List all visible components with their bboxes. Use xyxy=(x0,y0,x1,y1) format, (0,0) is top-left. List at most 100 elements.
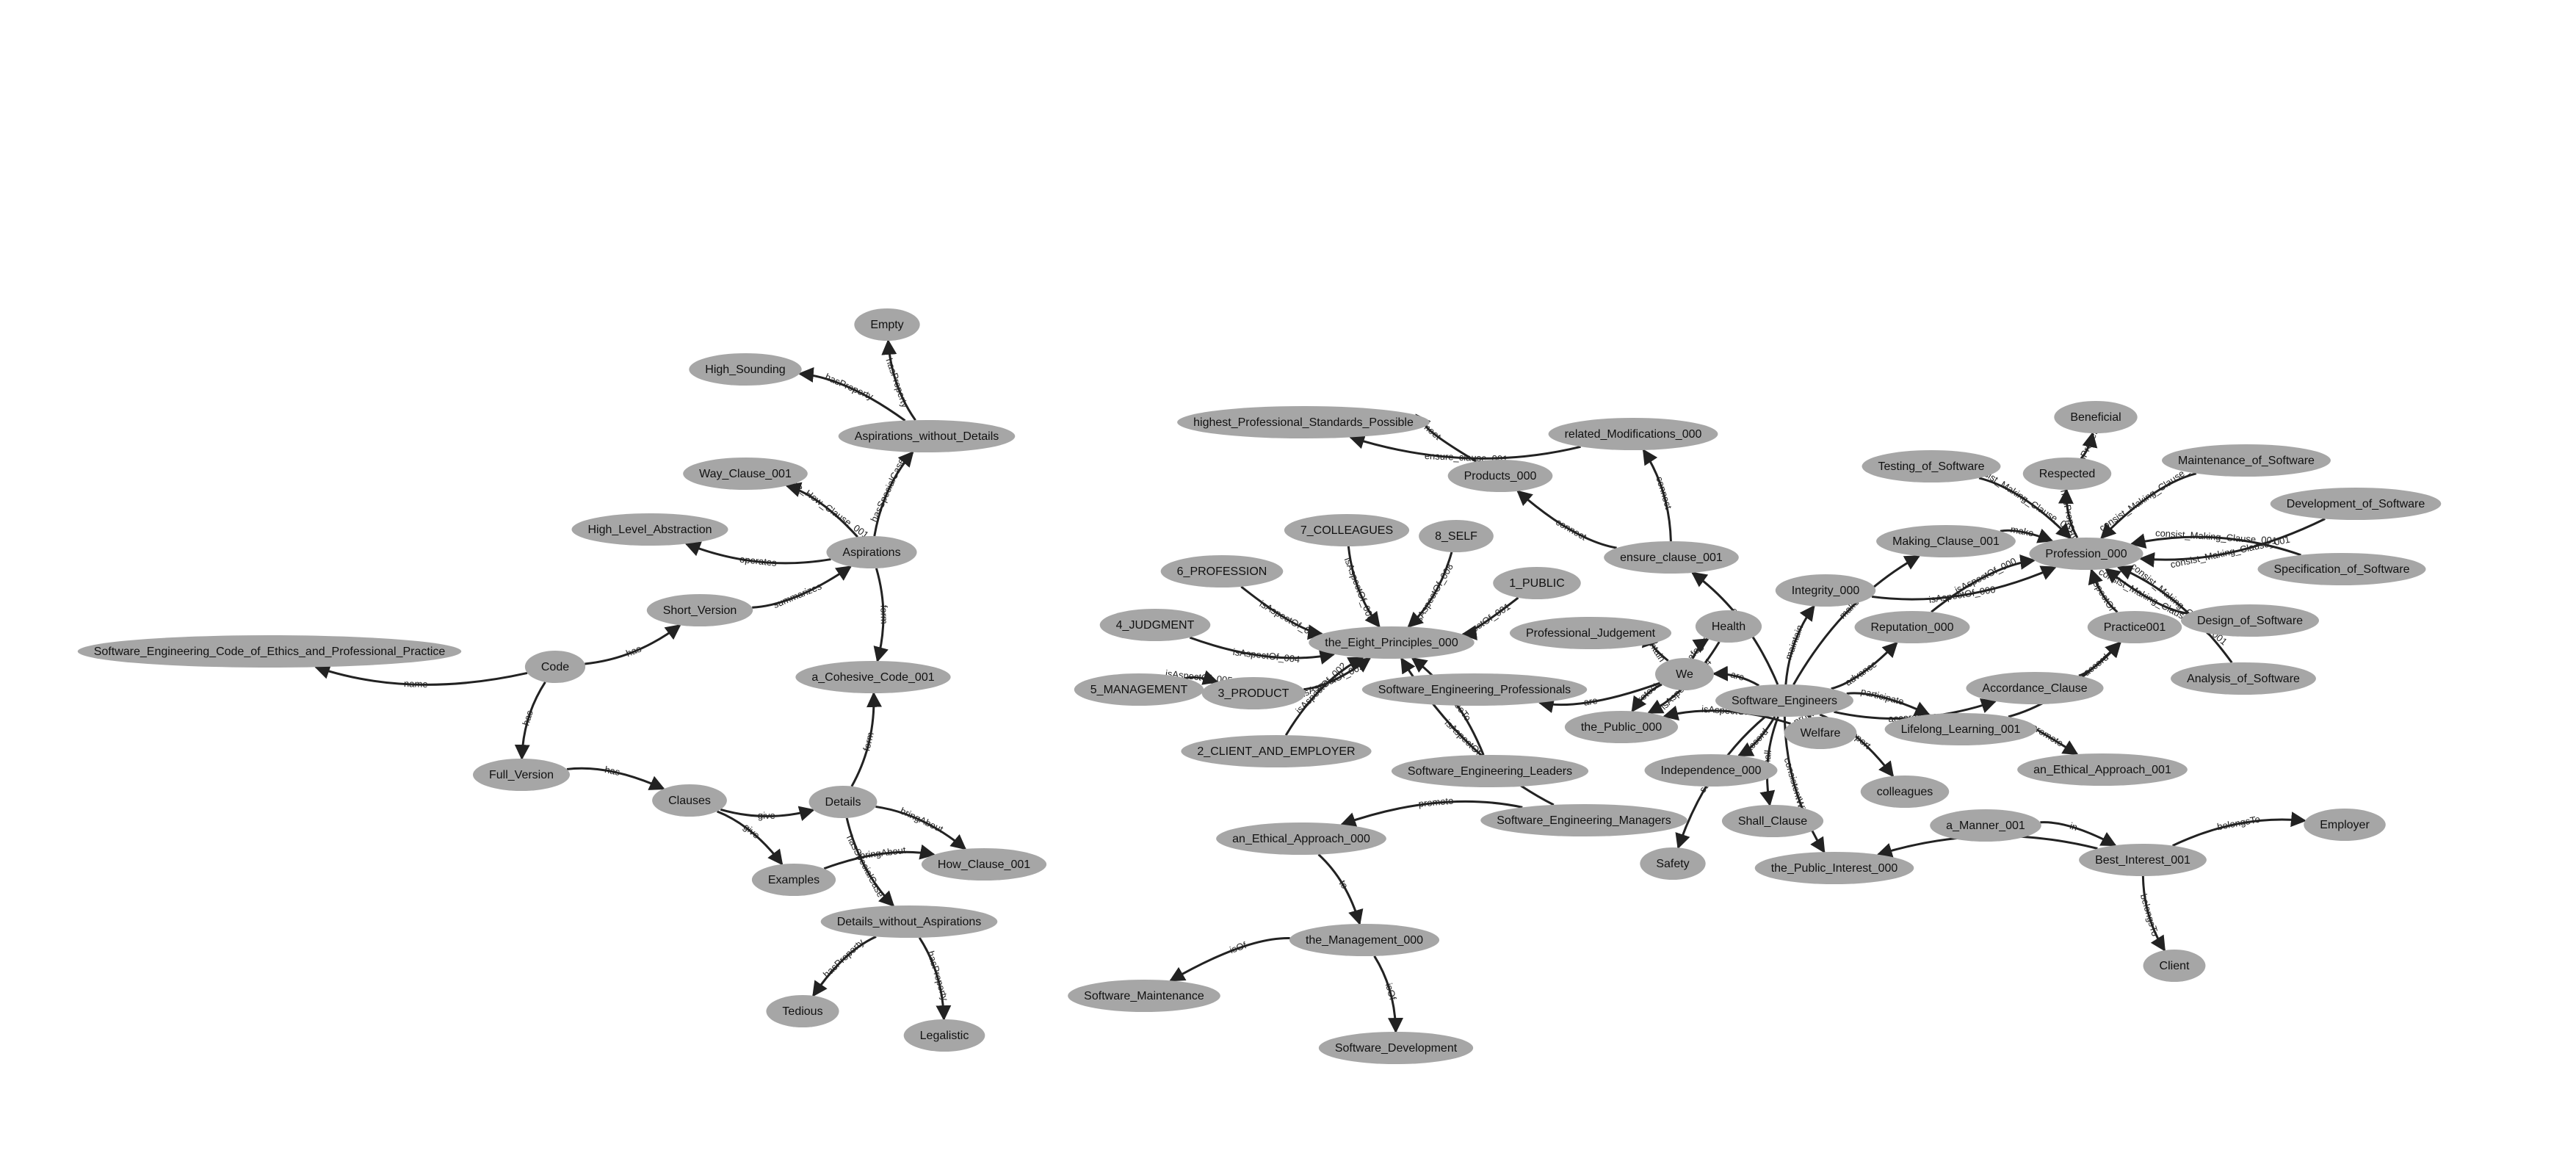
node-how-clause-001[interactable]: How_Clause_001 xyxy=(921,848,1047,881)
edge-label: form xyxy=(878,605,889,624)
edge-the_management_000-to-software_maintenance xyxy=(1169,936,1290,982)
node-clauses[interactable]: Clauses xyxy=(652,784,727,817)
edge-software_engineers-to-we xyxy=(1712,665,1760,687)
node-high-sounding[interactable]: High_Sounding xyxy=(689,353,802,386)
node-judgment-4[interactable]: 4_JUDGMENT xyxy=(1099,609,1211,641)
edge-respected-to-beneficial xyxy=(2080,431,2098,460)
edge-aspirations_without_details-to-high_sounding xyxy=(797,366,906,422)
node-independence-000[interactable]: Independence_000 xyxy=(1644,754,1778,787)
node-management-5[interactable]: 5_MANAGEMENT xyxy=(1074,673,1204,706)
node-label: Client xyxy=(2160,960,2190,972)
node-health[interactable]: Health xyxy=(1695,610,1762,643)
edge-label: summarizes xyxy=(772,580,824,610)
node-safety[interactable]: Safety xyxy=(1640,847,1706,880)
node-an-ethical-approach-000[interactable]: an_Ethical_Approach_000 xyxy=(1216,822,1386,855)
node-ellipse xyxy=(1655,658,1714,690)
node-analysis-of-software[interactable]: Analysis_of_Software xyxy=(2171,662,2316,695)
node-specification-of-software[interactable]: Specification_of_Software xyxy=(2257,553,2426,585)
node-label: Code xyxy=(541,661,569,673)
node-client-employer-2[interactable]: 2_CLIENT_AND_EMPLOYER xyxy=(1181,735,1372,767)
node-tedious[interactable]: Tedious xyxy=(766,995,839,1027)
node-se-leaders[interactable]: Software_Engineering_Leaders xyxy=(1391,755,1589,787)
node-a-cohesive-code-001[interactable]: a_Cohesive_Code_001 xyxy=(795,661,951,693)
node-employer[interactable]: Employer xyxy=(2304,809,2386,841)
node-full-version[interactable]: Full_Version xyxy=(472,759,571,791)
node-testing-of-software[interactable]: Testing_of_Software xyxy=(1862,450,2001,482)
node-development-of-software[interactable]: Development_of_Software xyxy=(2270,488,2442,520)
edge-lifelong_learning_001-to-an_ethical_approach_001 xyxy=(2036,728,2079,756)
node-eight-principles[interactable]: the_Eight_Principles_000 xyxy=(1309,626,1475,659)
edge-code-to-se_code xyxy=(314,664,528,686)
node-details[interactable]: Details xyxy=(808,786,878,818)
node-profession-000[interactable]: Profession_000 xyxy=(2029,538,2143,570)
node-software-maintenance[interactable]: Software_Maintenance xyxy=(1068,980,1220,1012)
node-label: Details_without_Aspirations xyxy=(837,916,982,928)
node-a-manner-001[interactable]: a_Manner_001 xyxy=(1930,809,2041,842)
node-an-ethical-approach-001[interactable]: an_Ethical_Approach_001 xyxy=(2017,753,2188,786)
node-we[interactable]: We xyxy=(1655,658,1714,690)
node-related-modifications[interactable]: related_Modifications_000 xyxy=(1548,418,1718,450)
node-examples[interactable]: Examples xyxy=(751,864,836,896)
node-ellipse xyxy=(1068,980,1220,1012)
node-ellipse xyxy=(1640,847,1706,880)
node-ellipse xyxy=(1721,805,1824,837)
node-ellipse xyxy=(1099,609,1211,641)
node-empty[interactable]: Empty xyxy=(854,308,920,341)
node-the-public-000[interactable]: the_Public_000 xyxy=(1564,711,1679,743)
node-label: Health xyxy=(1712,621,1745,633)
edge-colleagues_7-to-eight_principles xyxy=(1347,546,1381,628)
node-profession-6[interactable]: 6_PROFESSION xyxy=(1160,555,1284,588)
node-products-000[interactable]: Products_000 xyxy=(1447,460,1553,492)
node-code[interactable]: Code xyxy=(524,651,586,683)
node-best-interest-001[interactable]: Best_Interest_001 xyxy=(2079,844,2207,876)
node-highest-standards[interactable]: highest_Professional_Standards_Possible xyxy=(1177,406,1430,438)
node-shall-clause[interactable]: Shall_Clause xyxy=(1721,805,1824,837)
node-se-code[interactable]: Software_Engineering_Code_of_Ethics_and_… xyxy=(77,635,462,668)
edge-profession_6-to-eight_principles xyxy=(1240,585,1324,640)
node-self-8[interactable]: 8_SELF xyxy=(1419,520,1494,552)
node-short-version[interactable]: Short_Version xyxy=(646,594,753,626)
node-se-managers[interactable]: Software_Engineering_Managers xyxy=(1480,804,1687,836)
node-design-of-software[interactable]: Design_of_Software xyxy=(2180,604,2320,637)
node-lifelong-learning-001[interactable]: Lifelong_Learning_001 xyxy=(1884,713,2037,745)
node-label: Best_Interest_001 xyxy=(2095,854,2190,867)
node-making-clause-001[interactable]: Making_Clause_001 xyxy=(1876,525,2016,557)
node-reputation-000[interactable]: Reputation_000 xyxy=(1854,611,1970,643)
node-the-public-interest[interactable]: the_Public_Interest_000 xyxy=(1754,852,1914,884)
node-product-3[interactable]: 3_PRODUCT xyxy=(1201,677,1306,709)
node-label: Testing_of_Software xyxy=(1878,460,1985,473)
node-welfare[interactable]: Welfare xyxy=(1784,717,1857,749)
node-client[interactable]: Client xyxy=(2143,950,2206,982)
node-beneficial[interactable]: Beneficial xyxy=(2054,401,2138,433)
node-ellipse xyxy=(1775,574,1876,607)
node-details-without-aspirations[interactable]: Details_without_Aspirations xyxy=(820,905,998,938)
node-software-development[interactable]: Software_Development xyxy=(1318,1032,1474,1064)
edge-label: isAspectOf_006 xyxy=(1342,556,1377,623)
node-practice001[interactable]: Practice001 xyxy=(2087,611,2182,643)
node-integrity-000[interactable]: Integrity_000 xyxy=(1775,574,1876,607)
edge-profession_000-to-respected xyxy=(2058,488,2079,538)
node-ellipse xyxy=(1604,541,1739,574)
node-accordance-clause[interactable]: Accordance_Clause xyxy=(1966,672,2104,704)
node-high-level-abstraction[interactable]: High_Level_Abstraction xyxy=(571,513,728,546)
node-colleagues[interactable]: colleagues xyxy=(1860,776,1950,808)
node-ellipse xyxy=(1361,673,1588,706)
node-legalistic[interactable]: Legalistic xyxy=(903,1019,985,1052)
node-public-1[interactable]: 1_PUBLIC xyxy=(1493,567,1581,599)
edge-label: consist_Making_Clause_001 xyxy=(2155,527,2278,546)
node-aspirations[interactable]: Aspirations xyxy=(826,536,917,568)
node-the-management-000[interactable]: the_Management_000 xyxy=(1289,924,1440,956)
node-ensure-clause-001[interactable]: ensure_clause_001 xyxy=(1604,541,1739,574)
edge-se_managers-to-an_ethical_approach_000 xyxy=(1340,800,1523,828)
node-respected[interactable]: Respected xyxy=(2022,458,2112,490)
node-aspirations-without-details[interactable]: Aspirations_without_Details xyxy=(838,420,1016,452)
node-label: an_Ethical_Approach_001 xyxy=(2033,764,2171,776)
edge-label: operates xyxy=(739,554,777,568)
node-professional-judgement[interactable]: Professional_Judgement xyxy=(1509,617,1672,649)
node-software-engineers[interactable]: Software_Engineers xyxy=(1715,684,1854,717)
node-way-clause-001[interactable]: Way_Clause_001 xyxy=(683,458,808,490)
node-maintenance-of-software[interactable]: Maintenance_of_Software xyxy=(2162,444,2331,477)
node-se-professionals[interactable]: Software_Engineering_Professionals xyxy=(1361,673,1588,706)
node-colleagues-7[interactable]: 7_COLLEAGUES xyxy=(1284,514,1410,546)
node-label: Software_Development xyxy=(1335,1042,1458,1055)
